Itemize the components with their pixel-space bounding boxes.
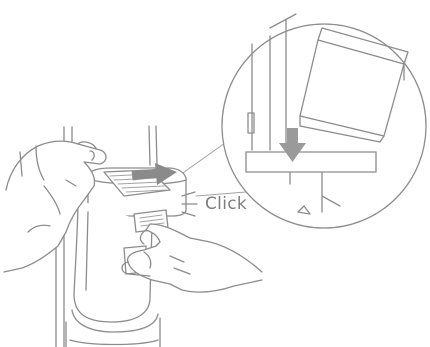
detail-callout bbox=[222, 14, 426, 228]
click-label: Click bbox=[205, 194, 247, 214]
click-sound-icon bbox=[182, 192, 197, 216]
